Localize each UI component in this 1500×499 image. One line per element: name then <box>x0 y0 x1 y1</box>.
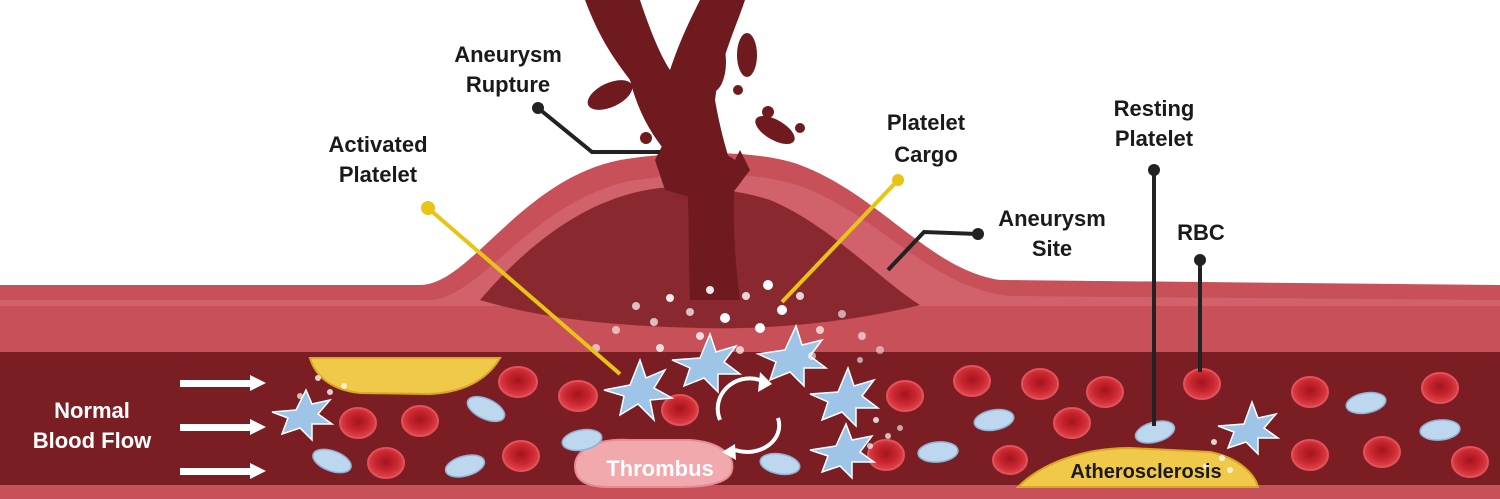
leader-lines <box>426 106 1202 426</box>
label-resting-platelet-2: Platelet <box>1115 126 1194 151</box>
activated-platelets <box>271 323 1281 480</box>
resting-platelets <box>312 391 1461 478</box>
label-platelet-cargo-1: Platelet <box>887 110 966 135</box>
label-aneurysm-rupture-1: Aneurysm <box>454 42 562 67</box>
label-normal-blood-flow-2: Blood Flow <box>33 428 152 453</box>
label-activated-platelet-1: Activated <box>328 132 427 157</box>
thrombus <box>573 438 734 488</box>
label-resting-platelet-1: Resting <box>1114 96 1195 121</box>
leader-dots <box>421 102 1206 266</box>
plaque-left <box>308 357 502 396</box>
label-rbc: RBC <box>1177 220 1225 245</box>
label-atherosclerosis: Atherosclerosis <box>1070 461 1221 483</box>
red-blood-cells <box>339 365 1489 479</box>
vessel-wall-bottom <box>0 485 1500 499</box>
label-aneurysm-rupture-2: Rupture <box>466 72 550 97</box>
label-activated-platelet-2: Platelet <box>339 162 418 187</box>
plaque-atherosclerosis <box>1015 446 1260 488</box>
label-normal-blood-flow-1: Normal <box>54 398 130 423</box>
recirculation-arrows <box>715 376 782 454</box>
label-aneurysm-site-2: Site <box>1032 236 1072 261</box>
granule-dots <box>297 280 1233 473</box>
flow-arrows <box>180 375 266 479</box>
label-platelet-cargo-2: Cargo <box>894 142 958 167</box>
rupture-splash <box>585 0 805 300</box>
label-aneurysm-site-1: Aneurysm <box>998 206 1106 231</box>
label-thrombus: Thrombus <box>606 456 714 481</box>
